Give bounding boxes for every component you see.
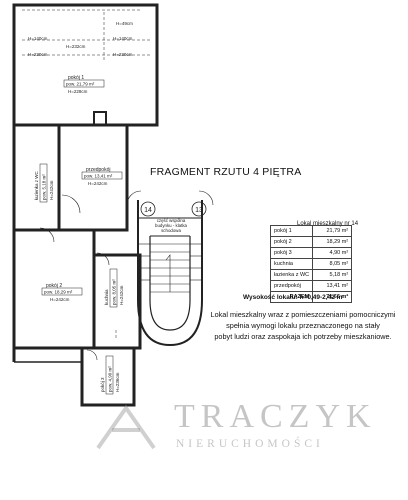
room-area: pow. 8,05 m² xyxy=(112,279,117,305)
height-label: H=232cm xyxy=(66,44,86,49)
room-name: kuchnia xyxy=(104,289,109,305)
room-name: pokój 2 xyxy=(46,283,62,289)
staircase xyxy=(126,190,214,347)
room-height: H=228cm xyxy=(68,89,88,94)
room-area: pow. 5,18 m² xyxy=(42,174,47,200)
room-kuchnia: kuchnia pow. 8,05 m² H=242cm xyxy=(104,268,124,308)
room-name: przedpokój xyxy=(86,167,110,173)
description-line: spełnia wymogi lokalu przeznaczonego na … xyxy=(226,321,380,330)
room-area: pow. 13,41 m² xyxy=(84,174,113,179)
description-line: Lokal mieszkalny wraz z pomieszczeniami … xyxy=(210,310,396,319)
room-pokoj-2: pokój 2 pow. 18,29 m² H=242cm xyxy=(41,283,83,302)
room-pokoj-3: pokój 3 pow. 4,90 m² H=236cm xyxy=(100,355,120,395)
room-name: pokój 1 xyxy=(68,75,84,81)
plan-title: FRAGMENT RZUTU 4 PIĘTRA xyxy=(150,166,302,178)
table-cell-value: 4,90 m² xyxy=(312,247,353,259)
area-table-header: Lokal mieszkalny nr 14 xyxy=(297,221,359,227)
height-label: H=140cm xyxy=(113,36,133,41)
unit-13-label: 13 xyxy=(195,207,203,214)
watermark-main: TRACZYK xyxy=(174,398,377,435)
unit-numbers: 14 13 xyxy=(144,207,203,214)
room-height: H=242cm xyxy=(88,181,108,186)
room-height: H=242cm xyxy=(119,285,124,305)
unit-14-label: 14 xyxy=(144,207,152,214)
height-label: H=140cm xyxy=(28,36,48,41)
walls xyxy=(12,3,159,407)
table-cell-label: pokój 2 xyxy=(269,236,314,248)
table-cell-value: 13,41 m² xyxy=(312,280,353,292)
room-height: H=236cm xyxy=(115,372,120,392)
table-cell-value: 5,18 m² xyxy=(312,269,353,281)
room-name: pokój 3 xyxy=(100,377,105,392)
table-cell-label: łazienka z WC xyxy=(269,269,314,281)
description-line: pobyt ludzi oraz zaspokaja ich potrzeby … xyxy=(214,332,392,341)
room-area: pow. 21,79 m² xyxy=(66,82,95,87)
height-label: H=230cm xyxy=(113,52,133,57)
room-area: pow. 18,29 m² xyxy=(44,290,73,295)
table-total-label: RAZEM xyxy=(269,291,314,303)
height-note: Wysokość lokalu: h=0,49-2,42 m xyxy=(243,294,343,301)
watermark-logo-icon xyxy=(96,404,156,450)
table-total-value: 71,66 m² xyxy=(312,291,353,303)
top-heights: H=49cm H=140cm H=140cm H=232cm H=230cm H… xyxy=(28,21,133,57)
table-cell-label: pokój 1 xyxy=(269,225,314,237)
table-cell-label: kuchnia xyxy=(269,258,314,270)
height-label: H=49cm xyxy=(116,21,133,26)
room-lazienka: łazienka z WC pow. 5,18 m² H=242cm xyxy=(34,163,54,203)
room-name: łazienka z WC xyxy=(34,170,39,200)
room-area: pow. 4,90 m² xyxy=(108,366,113,392)
table-cell-label: przedpokój xyxy=(269,280,314,292)
table-cell-label: pokój 3 xyxy=(269,247,314,259)
room-height: H=242cm xyxy=(50,297,70,302)
table-cell-value: 21,79 m² xyxy=(312,225,353,237)
room-height: H=242cm xyxy=(49,180,54,200)
table-cell-value: 18,29 m² xyxy=(312,236,353,248)
staircase-label: część wspólna budynku - klatka schodowa xyxy=(155,218,187,233)
table-cell-value: 8,05 m² xyxy=(312,258,353,270)
height-label: H=230cm xyxy=(28,52,48,57)
watermark-sub: NIERUCHOMOŚCI xyxy=(176,438,324,450)
room-przedpokoj: przedpokój pow. 13,41 m² H=242cm xyxy=(81,167,123,186)
room-pokoj-1: pokój 1 pow. 21,79 m² H=228cm xyxy=(63,75,105,94)
description-note: Lokal mieszkalny wraz z pomieszczeniami … xyxy=(203,309,403,342)
